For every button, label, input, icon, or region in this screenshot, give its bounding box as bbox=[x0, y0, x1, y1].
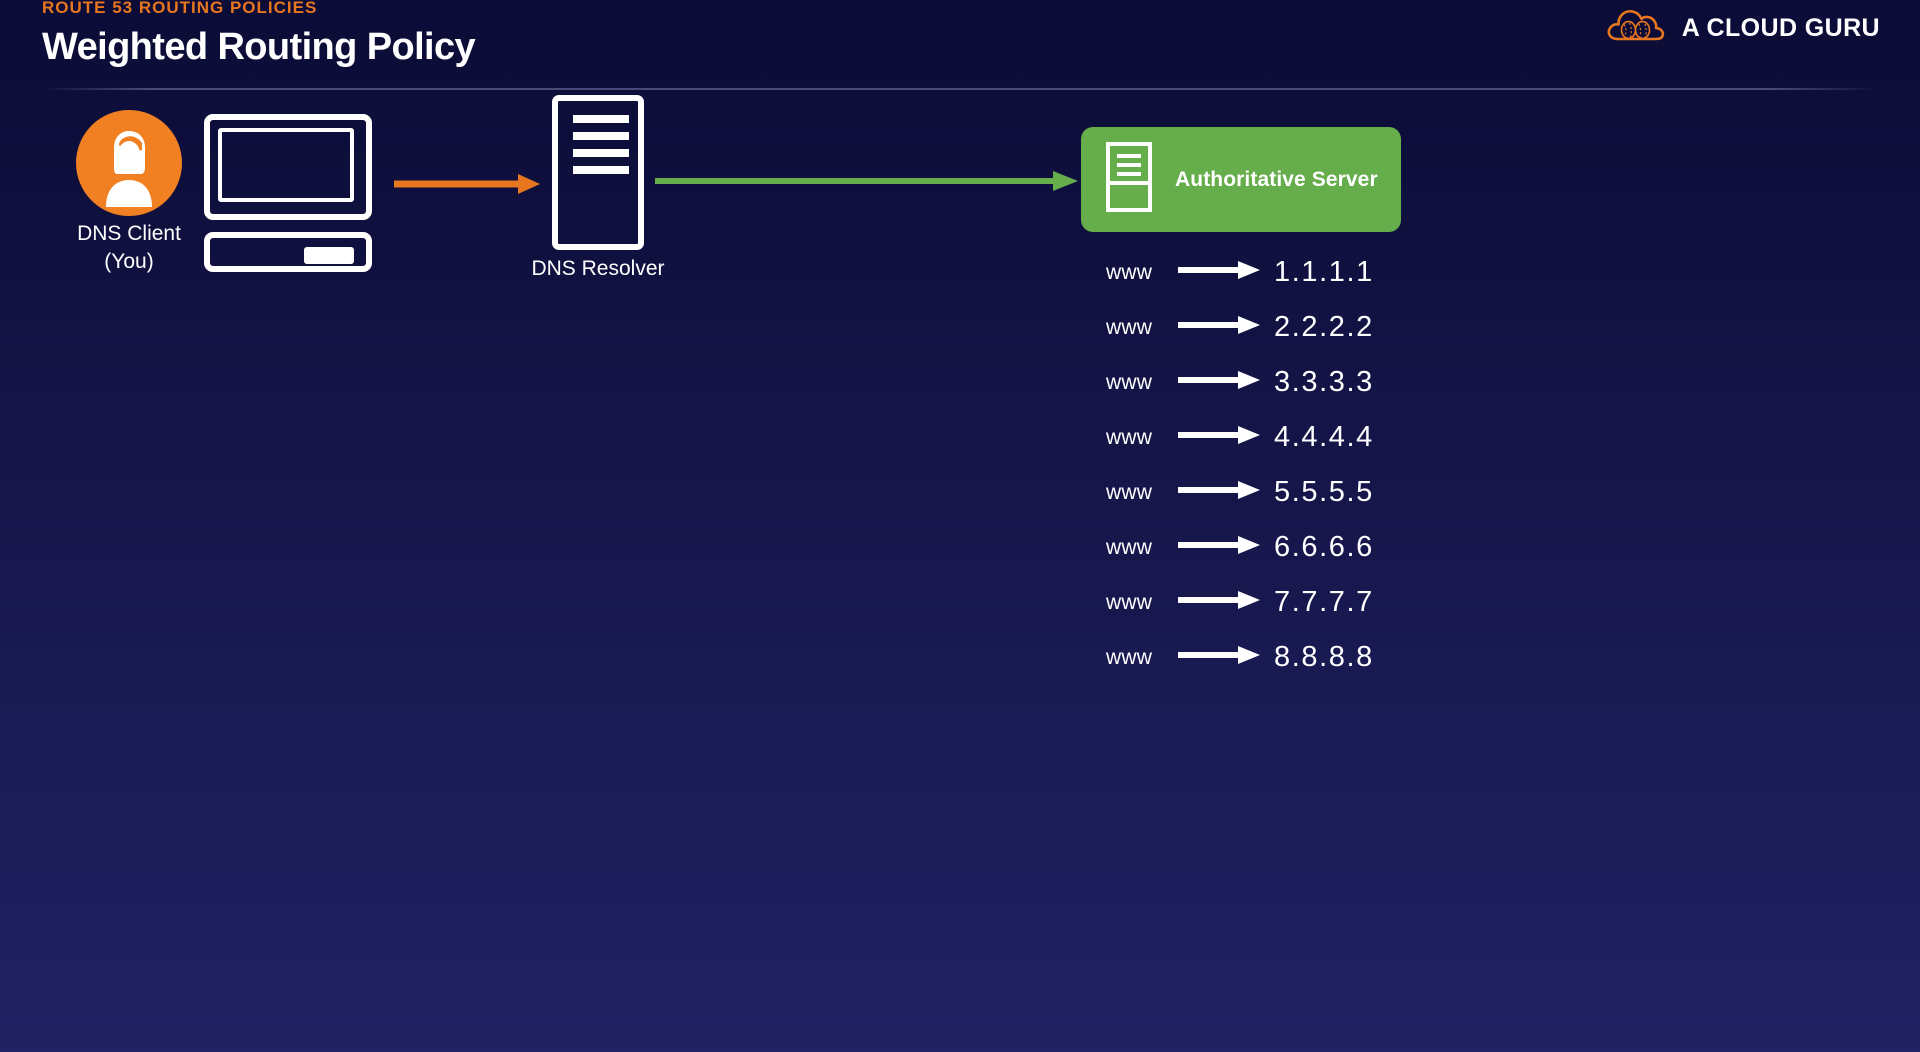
record-name: www bbox=[1106, 425, 1153, 449]
header-divider bbox=[40, 88, 1880, 90]
dns-record-row: www 5.5.5.5 bbox=[1106, 465, 1526, 520]
trackpad-icon bbox=[304, 247, 354, 264]
record-name: www bbox=[1106, 480, 1153, 504]
server-bar bbox=[573, 132, 629, 140]
record-name: www bbox=[1106, 535, 1153, 559]
computer-base bbox=[204, 232, 372, 272]
record-ip: 1.1.1.1 bbox=[1274, 256, 1374, 288]
brand-name: A CLOUD GURU bbox=[1681, 14, 1880, 42]
dns-record-list: www 1.1.1.1 www 2.2.2.2 www 3.3.3.3 www 4.4.4.4… bbox=[1106, 245, 1526, 685]
record-ip: 5.5.5.5 bbox=[1274, 476, 1374, 508]
monitor-icon bbox=[204, 114, 372, 220]
record-ip: 7.7.7.7 bbox=[1274, 586, 1374, 618]
brand-logo: A CLOUD GURU bbox=[1604, 5, 1880, 52]
dns-client-label-line2: (You) bbox=[104, 249, 154, 273]
right-arrow-icon bbox=[1174, 479, 1262, 506]
authoritative-server-node: Authoritative Server bbox=[1081, 127, 1401, 232]
slide-header: ROUTE 53 ROUTING POLICIES Weighted Routi… bbox=[0, 0, 1920, 90]
right-arrow-icon bbox=[1174, 369, 1262, 396]
dns-record-row: www 6.6.6.6 bbox=[1106, 520, 1526, 575]
dns-client-label-line1: DNS Client bbox=[77, 222, 181, 245]
record-name: www bbox=[1106, 260, 1153, 284]
user-avatar-icon bbox=[76, 110, 182, 216]
right-arrow-icon bbox=[1174, 424, 1262, 451]
dns-record-row: www 8.8.8.8 bbox=[1106, 630, 1526, 685]
right-arrow-icon bbox=[1174, 534, 1262, 561]
record-ip: 4.4.4.4 bbox=[1274, 421, 1374, 453]
page-title: Weighted Routing Policy bbox=[42, 26, 476, 68]
response-arrow bbox=[655, 168, 1080, 199]
record-name: www bbox=[1106, 315, 1153, 339]
dns-client-label: DNS Client (You) bbox=[54, 220, 204, 275]
record-name: www bbox=[1106, 370, 1153, 394]
cloud-guru-logo-icon bbox=[1604, 5, 1666, 52]
server-rack-icon bbox=[552, 95, 644, 250]
server-bar bbox=[573, 149, 629, 157]
right-arrow-icon bbox=[1174, 644, 1262, 671]
right-arrow-icon bbox=[1174, 314, 1262, 341]
query-arrow bbox=[394, 172, 542, 201]
slide-eyebrow: ROUTE 53 ROUTING POLICIES bbox=[42, 0, 318, 17]
record-ip: 6.6.6.6 bbox=[1274, 531, 1374, 563]
server-bar bbox=[573, 166, 629, 174]
dns-record-row: www 1.1.1.1 bbox=[1106, 245, 1526, 300]
authoritative-server-label: Authoritative Server bbox=[1175, 167, 1378, 191]
dns-record-row: www 2.2.2.2 bbox=[1106, 300, 1526, 355]
right-arrow-icon bbox=[1174, 259, 1262, 286]
dns-resolver-label: DNS Resolver bbox=[531, 257, 665, 280]
server-rack-icon bbox=[1105, 141, 1153, 218]
record-name: www bbox=[1106, 645, 1153, 669]
monitor-screen bbox=[218, 128, 354, 202]
dns-record-row: www 3.3.3.3 bbox=[1106, 355, 1526, 410]
record-ip: 3.3.3.3 bbox=[1274, 366, 1374, 398]
server-bar bbox=[573, 115, 629, 123]
record-name: www bbox=[1106, 590, 1153, 614]
right-arrow-icon bbox=[1174, 589, 1262, 616]
record-ip: 8.8.8.8 bbox=[1274, 641, 1374, 673]
dns-record-row: www 7.7.7.7 bbox=[1106, 575, 1526, 630]
record-ip: 2.2.2.2 bbox=[1274, 311, 1374, 343]
dns-record-row: www 4.4.4.4 bbox=[1106, 410, 1526, 465]
